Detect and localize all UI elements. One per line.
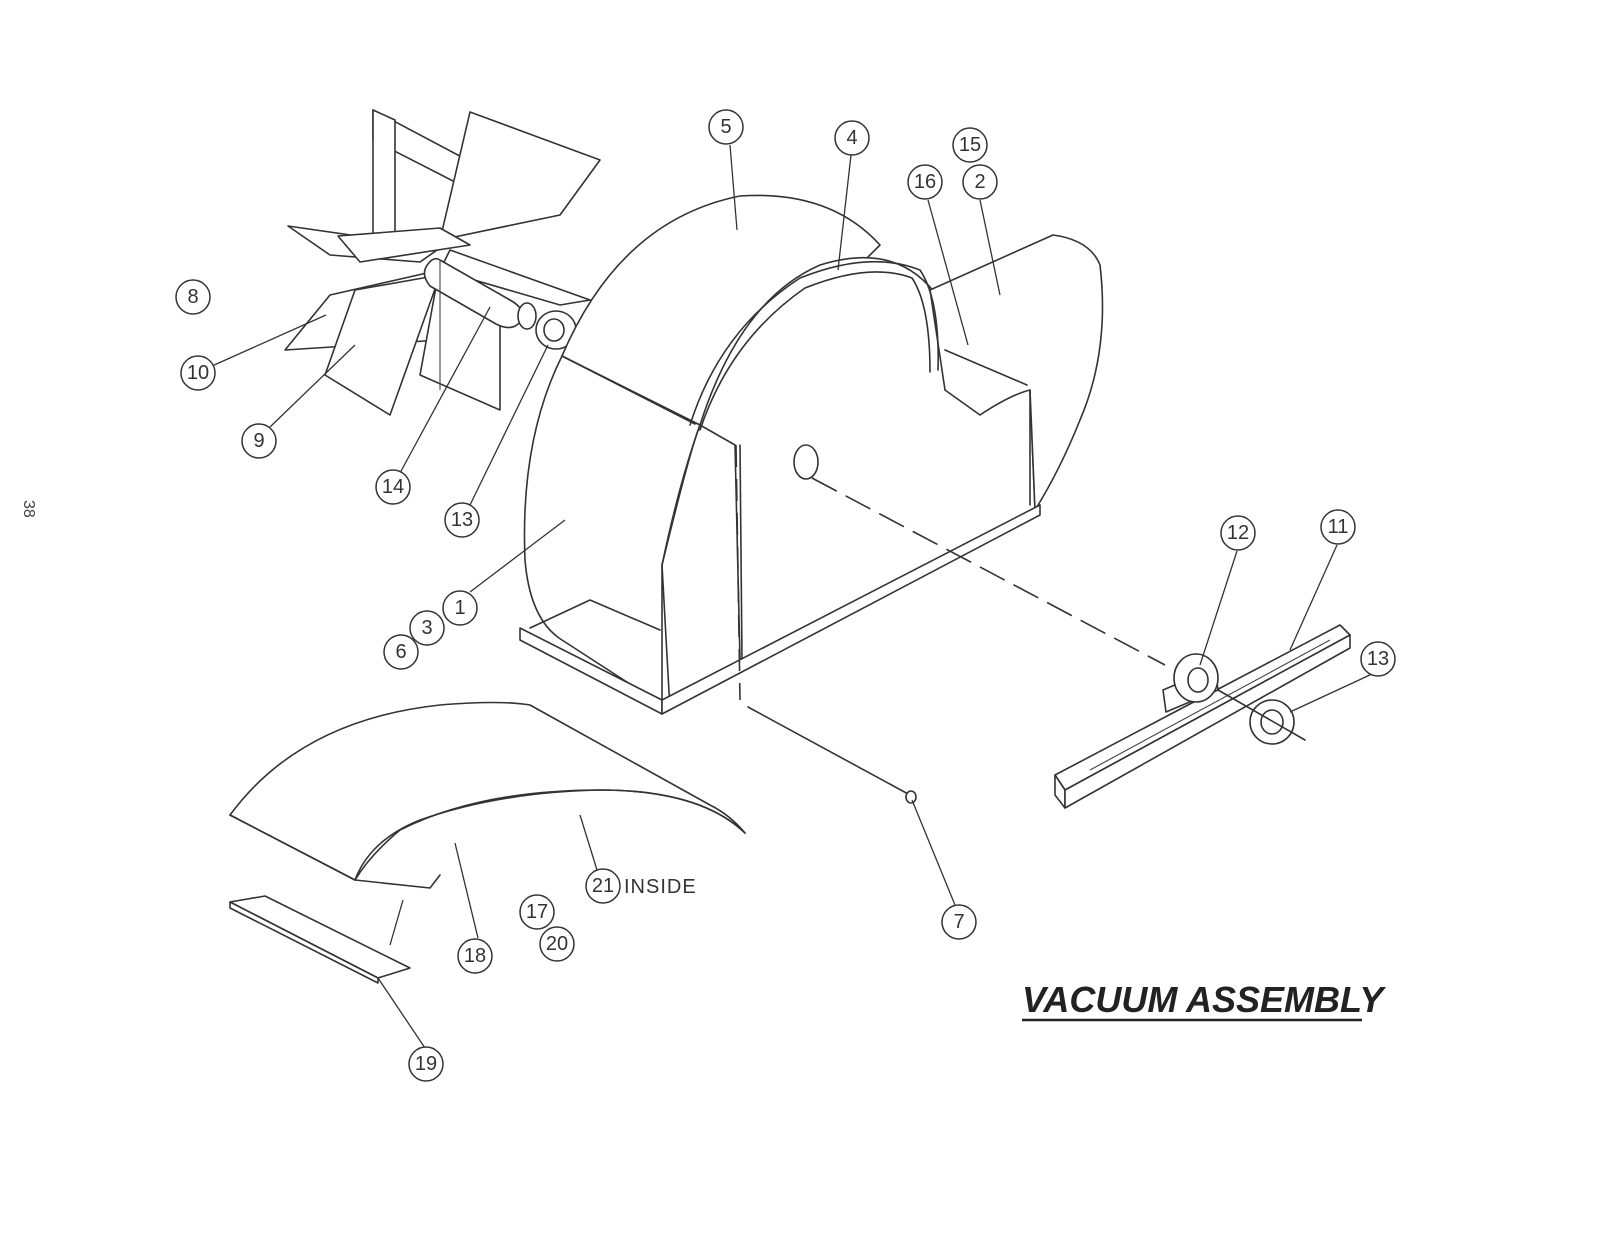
- callout-9: 9: [241, 423, 277, 459]
- callout-1: 1: [442, 590, 478, 626]
- callout-19: 19: [408, 1046, 444, 1082]
- svg-text:7: 7: [953, 911, 964, 933]
- callout-3: 3: [409, 610, 445, 646]
- svg-text:14: 14: [382, 476, 404, 498]
- callout-14: 14: [375, 469, 411, 505]
- callout-15: 15: [952, 127, 988, 163]
- svg-text:9: 9: [253, 430, 264, 452]
- bearing-rail: [1054, 624, 1351, 809]
- svg-text:11: 11: [1328, 516, 1349, 538]
- impeller-fan: [284, 109, 601, 416]
- svg-text:5: 5: [720, 116, 731, 138]
- vacuum-housing: [519, 194, 1104, 715]
- svg-text:12: 12: [1227, 522, 1249, 544]
- callout-13-lower: 13: [1360, 641, 1396, 677]
- callout-21: 21: [585, 868, 621, 904]
- svg-text:13: 13: [451, 509, 473, 531]
- shaft: [747, 706, 917, 804]
- callout-16: 16: [907, 164, 943, 200]
- svg-text:18: 18: [464, 945, 486, 967]
- svg-text:3: 3: [421, 617, 432, 639]
- curved-cover: [229, 701, 746, 889]
- callout-13-upper: 13: [444, 502, 480, 538]
- callout-8: 8: [175, 279, 211, 315]
- callout-20: 20: [539, 926, 575, 962]
- svg-text:6: 6: [395, 641, 406, 663]
- svg-text:8: 8: [187, 286, 198, 308]
- callout-11: 11: [1320, 509, 1356, 545]
- shaft-centerline: [811, 477, 1166, 666]
- callout-5: 5: [708, 109, 744, 145]
- diagram-title: VACUUM ASSEMBLY: [1022, 979, 1386, 1020]
- svg-text:17: 17: [526, 901, 548, 923]
- vertical-centerline: [735, 444, 741, 701]
- callout-18: 18: [457, 938, 493, 974]
- page-number: 38: [20, 500, 37, 518]
- callout-6: 6: [383, 634, 419, 670]
- callout-7: 7: [941, 904, 977, 940]
- leader-lines: [211, 144, 1373, 1049]
- svg-text:21: 21: [592, 875, 614, 897]
- svg-text:10: 10: [187, 362, 209, 384]
- svg-text:16: 16: [914, 171, 936, 193]
- callout-2: 2: [962, 164, 998, 200]
- bearing-collar-upper: [535, 310, 577, 350]
- svg-text:13: 13: [1367, 648, 1389, 670]
- svg-text:19: 19: [415, 1053, 437, 1075]
- callout-12: 12: [1220, 515, 1256, 551]
- callout-21-note: INSIDE: [624, 876, 697, 898]
- svg-text:1: 1: [454, 597, 465, 619]
- svg-text:4: 4: [846, 127, 857, 149]
- svg-text:15: 15: [959, 134, 981, 156]
- callout-4: 4: [834, 120, 870, 156]
- svg-text:2: 2: [974, 171, 985, 193]
- callout-10: 10: [180, 355, 216, 391]
- svg-text:20: 20: [546, 933, 568, 955]
- cover-strip: [229, 895, 411, 984]
- callout-17: 17: [519, 894, 555, 930]
